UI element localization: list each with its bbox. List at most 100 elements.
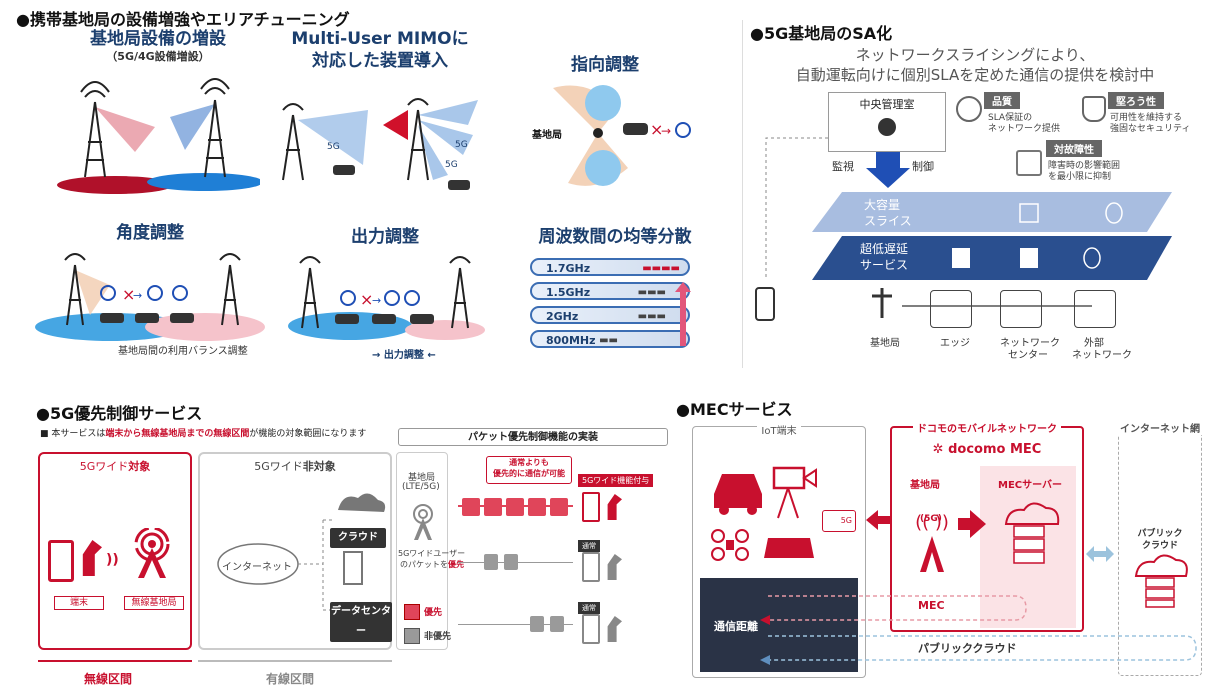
freq-label-4: 800MHz — [546, 334, 596, 347]
radio-tower-icon — [134, 528, 170, 578]
route-public-cloud-label: パブリッククラウド — [918, 642, 1017, 655]
power-caption-text: 出力調整 — [383, 350, 424, 361]
normal-packet-4 — [550, 616, 564, 632]
fault-desc-line1: 障害時の影響範囲 — [1048, 161, 1121, 171]
terminal-label: 端末 — [54, 596, 104, 610]
bubble-line2: 優先的に通信が可能 — [493, 469, 565, 478]
svg-text:→: → — [133, 289, 142, 302]
monitor-label: 監視 — [832, 160, 854, 173]
tuning-section-title: ●携帯基地局の設備増強やエリアチューニング — [16, 10, 350, 29]
wide-user-red: 優先 — [448, 560, 464, 569]
svg-text:×: × — [122, 285, 135, 304]
normal-phone-icon-2 — [582, 614, 600, 644]
priority-packet-4 — [528, 498, 546, 516]
central-management-label: 中央管理室 — [859, 98, 915, 111]
wide-target-pre: 5Gワイド — [79, 460, 129, 473]
iot-to-bs-arrow — [866, 510, 892, 530]
priority-robot-icon — [607, 494, 622, 520]
priority-packet-2 — [484, 498, 502, 516]
slice-capacity-line1: 大容量 — [864, 198, 901, 212]
normal-robot-icon-1 — [607, 554, 622, 580]
normal-packet-1 — [484, 554, 498, 570]
edge-node — [930, 290, 972, 328]
internet-label-text: インターネット網 — [1117, 424, 1203, 435]
priority-phone-icon — [582, 492, 600, 522]
operator-icon — [878, 118, 896, 136]
power-adjust-illustration: × → — [288, 256, 485, 340]
control-label: 制御 — [912, 160, 934, 173]
svg-text:→: → — [661, 124, 671, 138]
node-edge-label: エッジ — [940, 338, 970, 349]
panel-angle-title: 角度調整 — [116, 223, 184, 243]
normal-tag-1: 通常 — [578, 540, 600, 552]
wide-non-bold: 非対象 — [302, 460, 336, 473]
node-external-label-2: ネットワーク — [1072, 350, 1132, 361]
mimo-illustration — [282, 98, 478, 190]
freq-label-2: 1.5GHz — [546, 286, 591, 299]
priority-packet-1 — [462, 498, 480, 516]
internet-label: インターネット網 — [1110, 420, 1210, 435]
robust-desc-line1: 可用性を維持する — [1110, 113, 1183, 123]
cloud-label: クラウド — [330, 528, 386, 548]
legend-nonpriority-swatch — [404, 628, 420, 644]
angle-caption: 基地局間の利用バランス調整 — [118, 346, 248, 357]
slice-latency-line2: サービス — [860, 258, 909, 272]
bs-label-line1: 基地局 — [408, 473, 436, 483]
priority-scope-note: ■ 本サービスは端末から無線基地局までの無線区間が機能の対象範囲になります — [40, 426, 366, 439]
note-pre: ■ 本サービスは — [40, 429, 106, 439]
iot-label-text: IoT端末 — [757, 426, 801, 437]
fault-badge: 対故障性 — [1046, 140, 1102, 157]
fault-desc-line2: を最小限に抑制 — [1048, 172, 1112, 182]
angle-adjust-illustration: × → — [35, 253, 265, 341]
monitor-control-arrow — [866, 152, 910, 188]
wide-user-line2: のパケットを優先 — [400, 559, 464, 570]
quality-desc-line1: SLA保証の — [988, 113, 1033, 123]
wireless-span-label: 無線区間 — [84, 672, 133, 686]
priority-packet-5 — [550, 498, 568, 516]
mimo-5g-label-a: 5G — [327, 142, 340, 152]
mec-bs-server-graphic: (( )) — [915, 502, 1060, 572]
mec-section-title: ●MECサービス — [676, 400, 793, 419]
wide-feature-tag: 5Gワイド機能付与 — [578, 474, 654, 487]
priority-packet-3 — [506, 498, 524, 516]
panel-power-title: 出力調整 — [351, 227, 419, 247]
freq-row-4: 800MHz▬▬ — [530, 330, 690, 348]
normal-tag-2: 通常 — [578, 602, 600, 614]
robust-desc-line2: 強固なセキュリティ — [1110, 124, 1191, 134]
wide-nontarget-box — [198, 452, 392, 650]
smartphone-icon — [48, 540, 74, 582]
freq-label-1: 1.7GHz — [546, 262, 591, 275]
wired-span-line — [198, 660, 392, 662]
panel-frequency-title: 周波数間の均等分散 — [538, 227, 692, 247]
mec-bs-label: 基地局 — [910, 480, 940, 491]
gateway-5g-badge: 5G — [822, 510, 856, 532]
network-slices — [812, 192, 1172, 280]
bs-antenna-icon — [413, 504, 433, 540]
external-network-node — [1074, 290, 1116, 328]
route-arrows — [760, 595, 1197, 665]
wide-target-bold: 対象 — [128, 460, 151, 473]
radio-bs-label: 無線基地局 — [124, 596, 184, 610]
svg-text:×: × — [650, 120, 663, 139]
freq-row-1: 1.7GHz▬▬▬▬ — [530, 258, 690, 276]
panel-expansion-subtitle: （5G/4G設備増設） — [106, 50, 210, 63]
public-cloud-line2: クラウド — [1141, 541, 1178, 551]
priority-section-title: ●5G優先制御サービス — [36, 404, 203, 423]
signal-icon: )) — [106, 552, 119, 568]
node-bs-label: 基地局 — [870, 338, 900, 349]
datacenter-label: データセンター — [330, 602, 392, 642]
network-center-node — [1000, 290, 1042, 328]
docomo-network-text: ドコモのモバイルネットワーク — [913, 424, 1061, 435]
svg-text:(( )): (( )) — [915, 512, 949, 533]
mimo-5g-label-b: 5G — [455, 140, 468, 150]
freq-label-3: 2GHz — [546, 310, 579, 323]
shield-icon — [1082, 96, 1106, 122]
distance-panel — [700, 578, 858, 672]
sa-panel — [742, 20, 1202, 368]
wired-span-label: 有線区間 — [266, 672, 315, 686]
normal-robot-icon-2 — [607, 616, 622, 642]
normal-phone-icon-1 — [582, 552, 600, 582]
slice-capacity-line2: スライス — [864, 214, 912, 228]
tower-expansion-illustration — [57, 78, 260, 194]
direction-adjust-illustration: × → — [553, 85, 691, 186]
